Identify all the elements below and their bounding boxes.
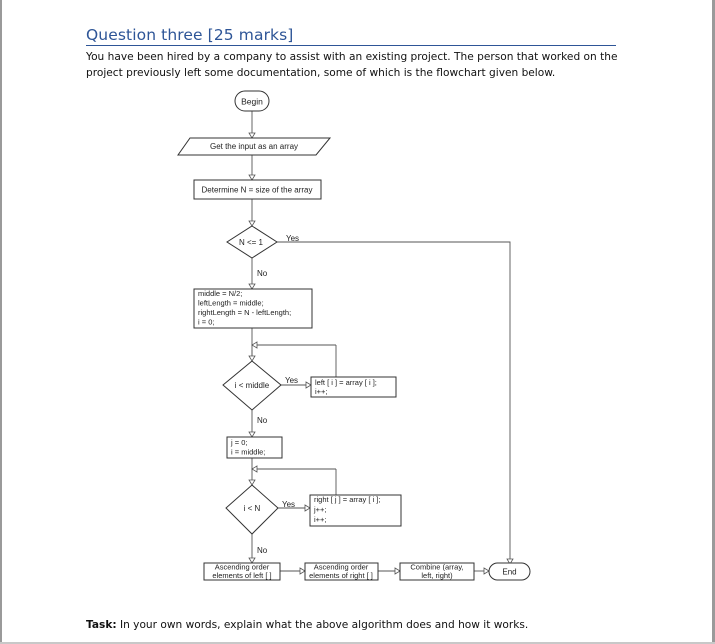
intro-paragraph: You have been hired by a company to assi… (86, 49, 646, 81)
no-label: No (257, 269, 268, 278)
reset-line: i = middle; (231, 448, 265, 457)
begin-label: Begin (241, 97, 263, 107)
heading-underline (86, 45, 616, 46)
decision-label: i < N (244, 504, 261, 513)
question-heading: Question three [25 marks] (86, 26, 294, 44)
input-parallelogram: Get the input as an array (177, 137, 332, 156)
page-frame-right (712, 0, 715, 644)
right-assign-line: i++; (314, 515, 327, 524)
left-assign-line: left [ i ] = array [ i ]; (315, 378, 377, 387)
determine-n-process: Determine N = size of the array (193, 179, 322, 200)
sort-left-line: Ascending order (215, 563, 270, 572)
init-line: i = 0; (198, 318, 214, 327)
begin-terminator: Begin (234, 90, 270, 112)
end-label: End (502, 568, 516, 577)
combine-line: Combine (array, (410, 563, 463, 572)
yes-label: Yes (282, 500, 295, 509)
yes-label: Yes (285, 376, 298, 385)
yes-label: Yes (286, 234, 299, 243)
reset-line: j = 0; (230, 438, 247, 447)
sort-left-line: elements of left [ ] (212, 571, 271, 580)
combine-line: left, right) (421, 571, 453, 580)
no-label: No (257, 416, 268, 425)
task-label: Task: (86, 619, 117, 631)
right-assign-process: right [ j ] = array [ i ]; j++; i++; (309, 494, 402, 527)
right-assign-line: right [ j ] = array [ i ]; (314, 495, 380, 504)
input-label: Get the input as an array (210, 142, 298, 151)
combine-process: Combine (array, left, right) (399, 562, 475, 581)
end-terminator: End (488, 562, 531, 581)
flowchart-arrowheads (248, 132, 514, 575)
decision-i-lt-middle: i < middle Yes No (222, 360, 298, 425)
sort-right-line: Ascending order (314, 563, 369, 572)
init-line: middle = N/2; (198, 289, 242, 298)
decision-i-lt-n: i < N Yes No (225, 484, 295, 555)
decision-label: i < middle (235, 381, 270, 390)
flowchart-connectors (251, 111, 511, 572)
decision-n-le-1: N <= 1 Yes No (226, 225, 299, 278)
init-line: rightLength = N - leftLength; (198, 308, 291, 317)
sort-left-process: Ascending order elements of left [ ] (203, 562, 281, 581)
reset-process: j = 0; i = middle; (226, 436, 283, 459)
no-label: No (257, 546, 268, 555)
intro-line: project previously left some documentati… (86, 67, 556, 79)
task-text: In your own words, explain what the abov… (116, 619, 529, 631)
sort-right-process: Ascending order elements of right [ ] (304, 562, 379, 581)
page-frame-bottom (0, 642, 715, 644)
determine-n-label: Determine N = size of the array (202, 186, 313, 195)
right-assign-line: j++; (313, 505, 327, 514)
decision-label: N <= 1 (239, 238, 264, 247)
left-assign-process: left [ i ] = array [ i ]; i++; (310, 376, 397, 398)
init-line: leftLength = middle; (198, 299, 264, 308)
page-frame-left (0, 0, 2, 644)
task-paragraph: Task: In your own words, explain what th… (86, 619, 646, 631)
left-assign-line: i++; (315, 387, 328, 396)
intro-line: You have been hired by a company to assi… (86, 51, 618, 63)
sort-right-line: elements of right [ ] (309, 571, 373, 580)
init-process: middle = N/2; leftLength = middle; right… (193, 288, 313, 329)
